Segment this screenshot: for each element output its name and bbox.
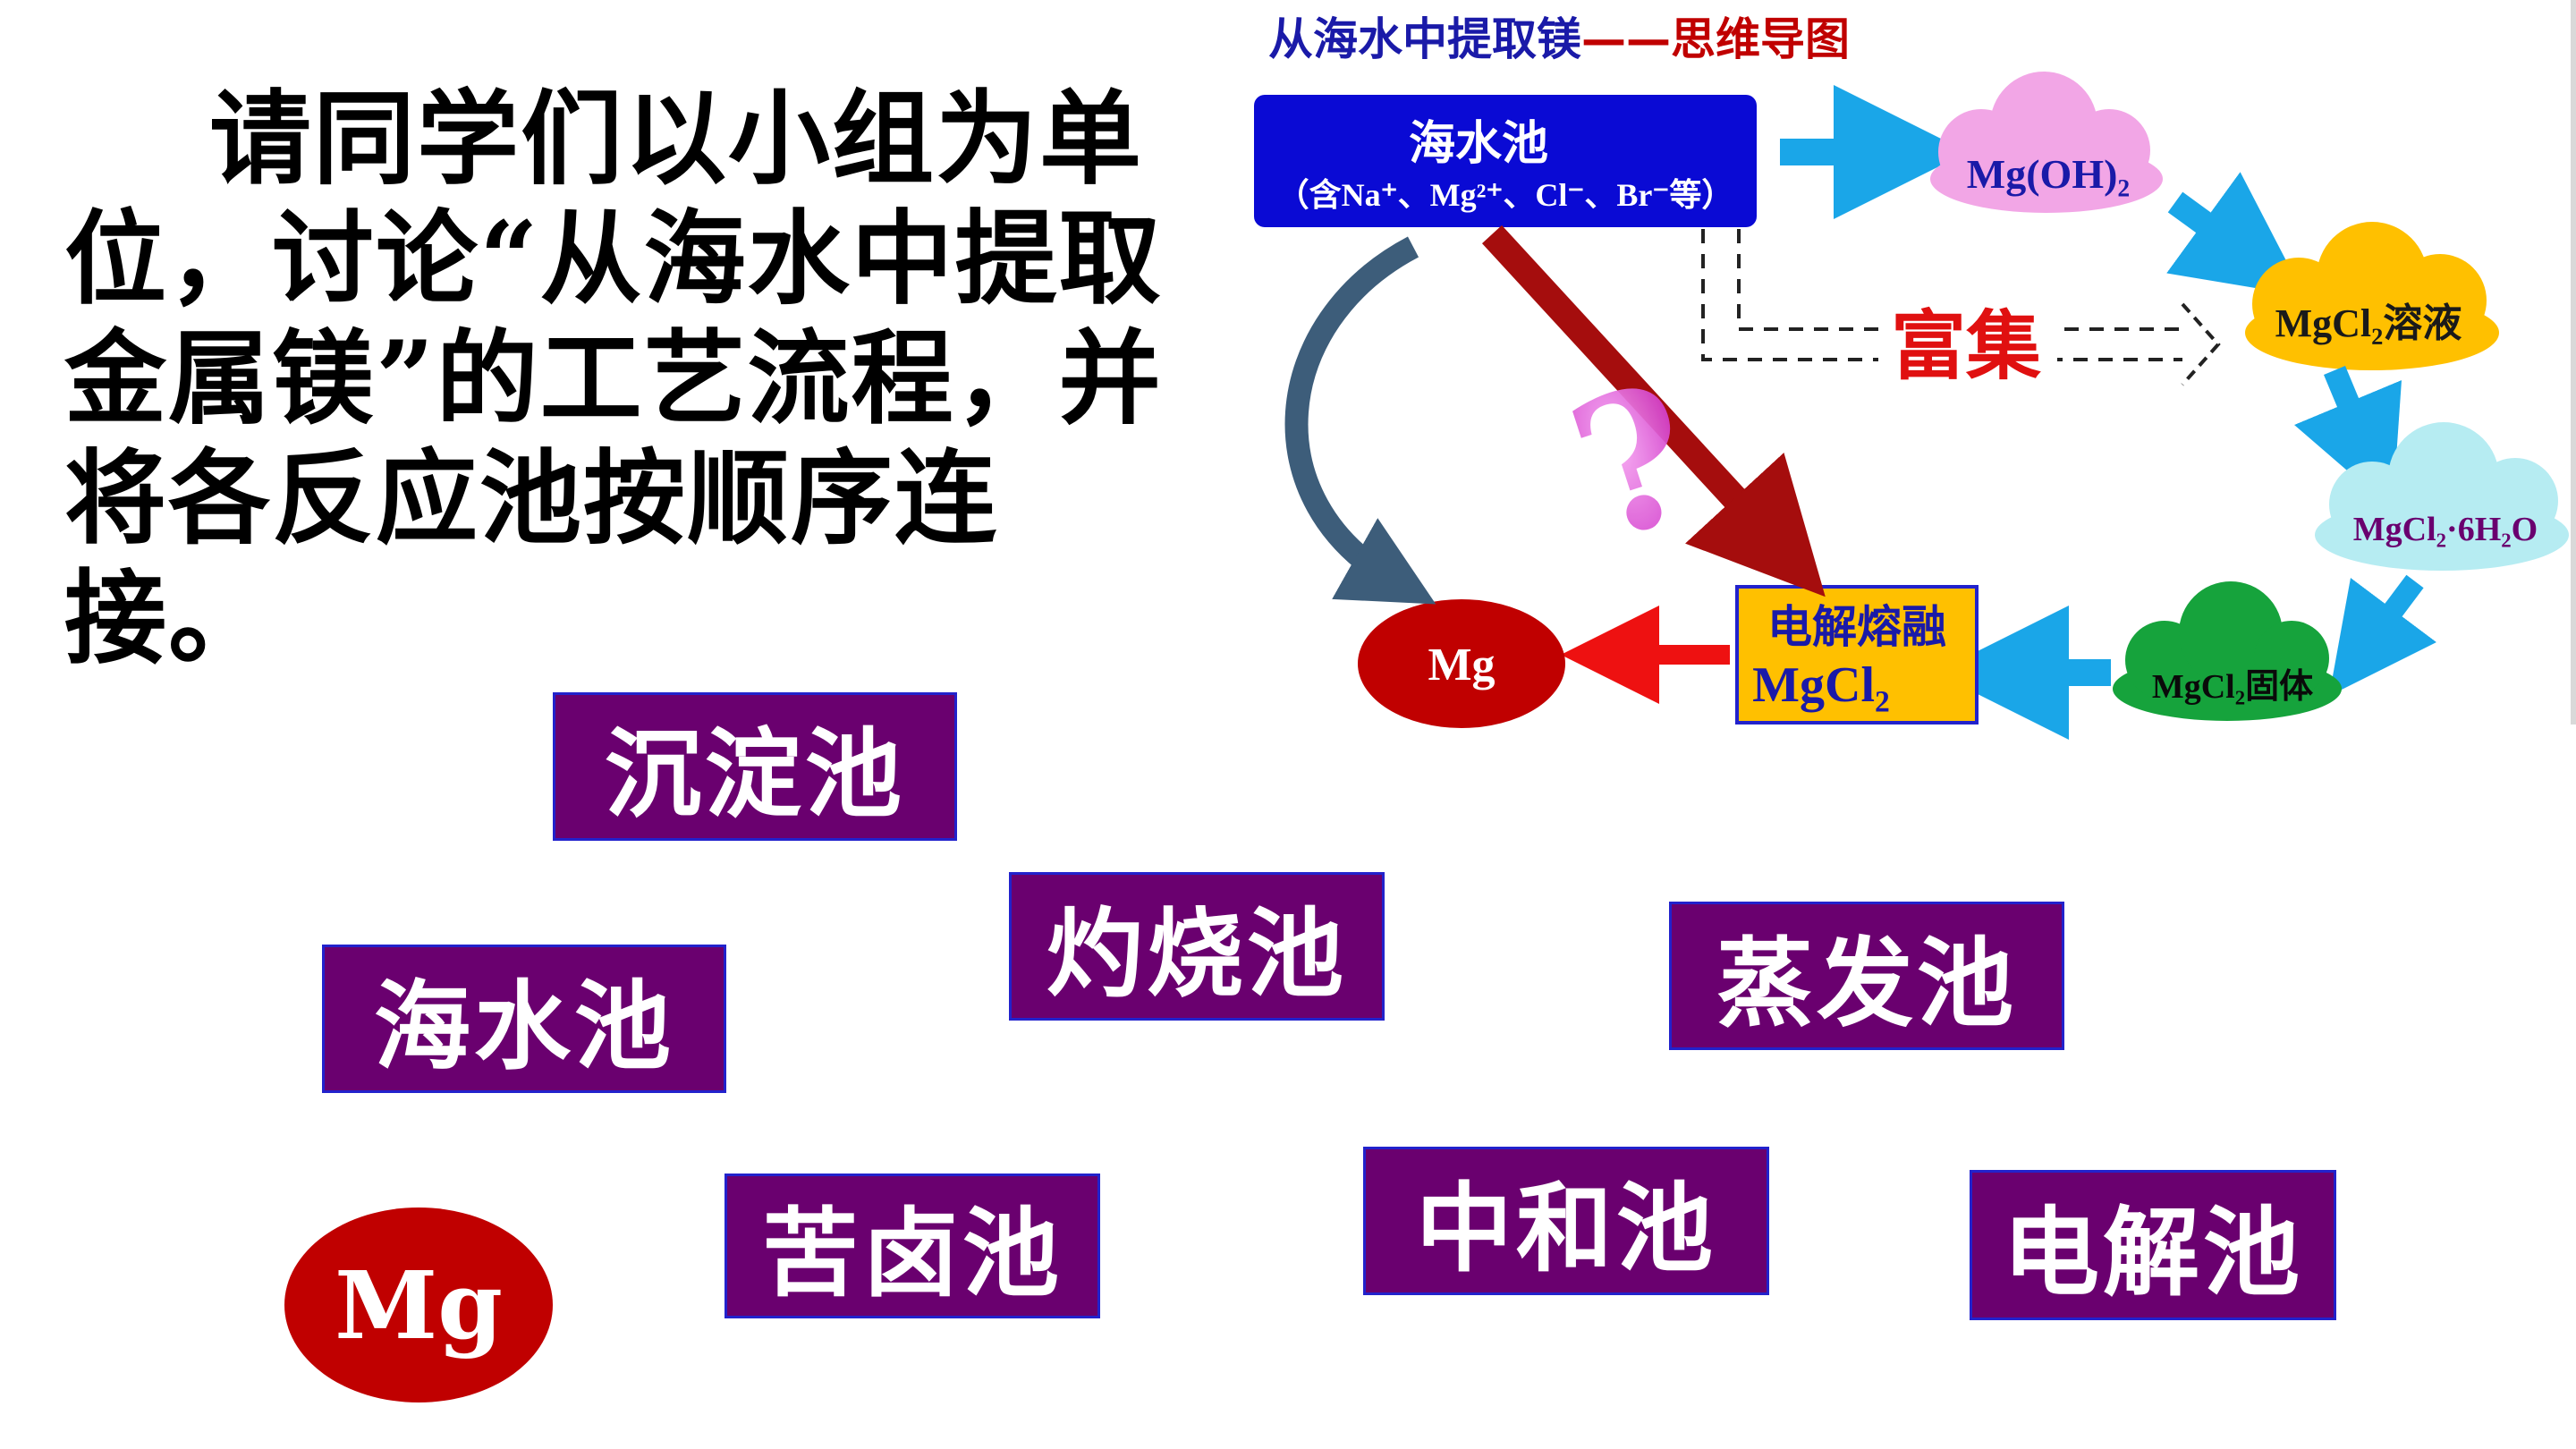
cloud-mgoh2-label: Mg(OH)₂ (1967, 151, 2130, 197)
mg-product-node: Mg (1358, 599, 1565, 728)
cloud-mgcl2-solid: MgCl₂固体 (2113, 581, 2342, 721)
right-edge-divider (2571, 0, 2576, 724)
seawater-node-ions: （含Na⁺、Mg²⁺、Cl⁻、Br⁻等） (1277, 177, 1734, 213)
tile-electrolysis[interactable]: 电解池 (1970, 1170, 2336, 1320)
mg-big-ellipse[interactable]: Mg (284, 1208, 553, 1402)
tile-calcination[interactable]: 灼烧池 (1009, 872, 1385, 1021)
cloud-mgcl2-hydrate-label: MgCl₂·6H₂O (2353, 511, 2538, 548)
enrichment-label: 富集 (1891, 301, 2041, 390)
curved-arrow-seawater-to-mg (1284, 236, 1436, 605)
cloud-mgcl2-solution: MgCl₂溶液 (2245, 222, 2499, 370)
mind-map-title-main: 从海水中提取镁 (1268, 13, 1581, 65)
mind-map-title-sub: 思维导图 (1671, 13, 1850, 65)
mind-map-title: 从海水中提取镁——思维导图 (1268, 4, 1850, 68)
electrolysis-node-line1: 电解熔融 (1767, 600, 1946, 653)
electrolysis-node: 电解熔融 MgCl₂ (1735, 585, 1979, 724)
tile-neutralization[interactable]: 中和池 (1363, 1147, 1769, 1295)
diagonal-arrow-seawater-to-electrolysis (1481, 225, 1826, 597)
mg-product-label: Mg (1428, 640, 1495, 691)
cloud-mgcl2-hydrate: MgCl₂·6H₂O (2315, 422, 2569, 571)
tile-evaporation[interactable]: 蒸发池 (1669, 902, 2064, 1050)
tile-seawater[interactable]: 海水池 (322, 945, 726, 1093)
mind-map-title-dash: —— (1581, 13, 1671, 65)
seawater-node: 海水池 （含Na⁺、Mg²⁺、Cl⁻、Br⁻等） (1254, 95, 1757, 227)
electrolysis-node-line2: MgCl₂ (1752, 657, 1890, 713)
enrichment-dashed-path (1701, 229, 2182, 361)
tile-bittern[interactable]: 苦卤池 (724, 1174, 1100, 1318)
cloud-mgcl2-solution-label: MgCl₂溶液 (2275, 301, 2462, 345)
arrow-hydrate-to-solid (2329, 574, 2436, 696)
arrow-solution-to-hydrate (2294, 366, 2402, 510)
tile-precipitation[interactable]: 沉淀池 (553, 692, 957, 841)
instruction-text: 请同学们以小组为单位，讨论“从海水中提取金属镁”的工艺流程，并将各反应池按顺序连… (64, 79, 1163, 678)
seawater-node-title: 海水池 (1409, 116, 1548, 171)
cloud-mgoh2: Mg(OH)₂ (1930, 72, 2163, 213)
arrow-mgoh2-to-solution (2166, 172, 2305, 297)
cloud-mgcl2-solid-label: MgCl₂固体 (2152, 668, 2313, 706)
